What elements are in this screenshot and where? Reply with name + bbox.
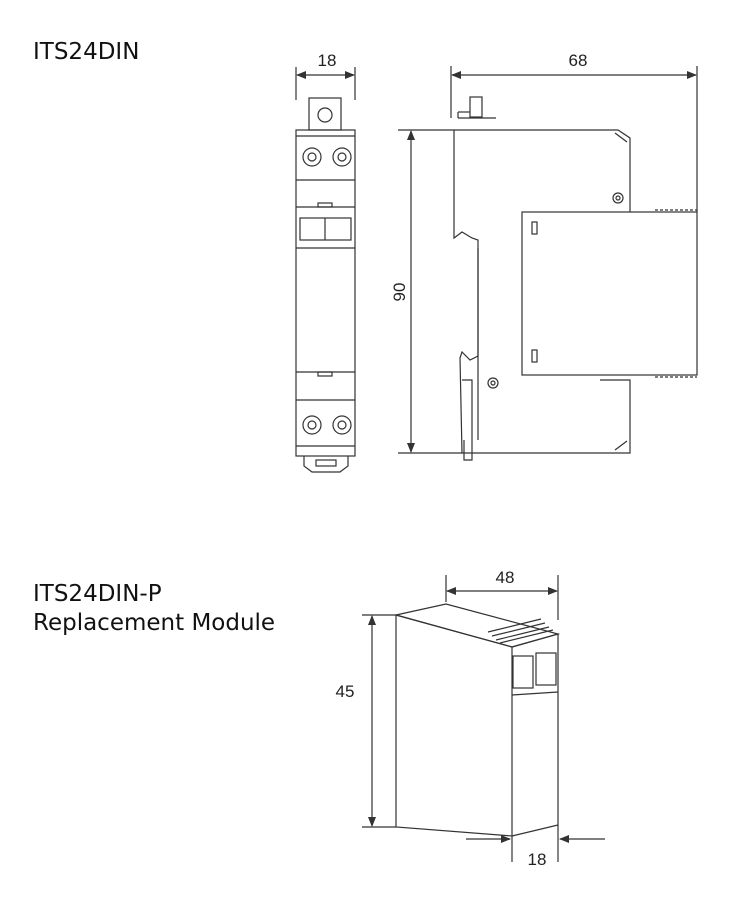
- module-height-label: 45: [336, 682, 355, 701]
- screw-icon: [332, 147, 352, 167]
- product2-subtitle: Replacement Module: [33, 610, 276, 636]
- module-thickness-label: 18: [528, 850, 547, 869]
- screw-icon: [302, 415, 322, 435]
- product1-title: ITS24DIN: [33, 39, 140, 65]
- product2-title: ITS24DIN-P: [33, 581, 162, 607]
- front-width-label: 18: [318, 51, 337, 70]
- module-view: [362, 575, 605, 862]
- side-view: [398, 66, 698, 461]
- screw-icon: [302, 147, 322, 167]
- front-view: [295, 67, 356, 473]
- side-height-label: 90: [390, 283, 409, 302]
- module-width-label: 48: [496, 568, 515, 587]
- side-depth-label: 68: [569, 51, 588, 70]
- screw-icon: [332, 415, 352, 435]
